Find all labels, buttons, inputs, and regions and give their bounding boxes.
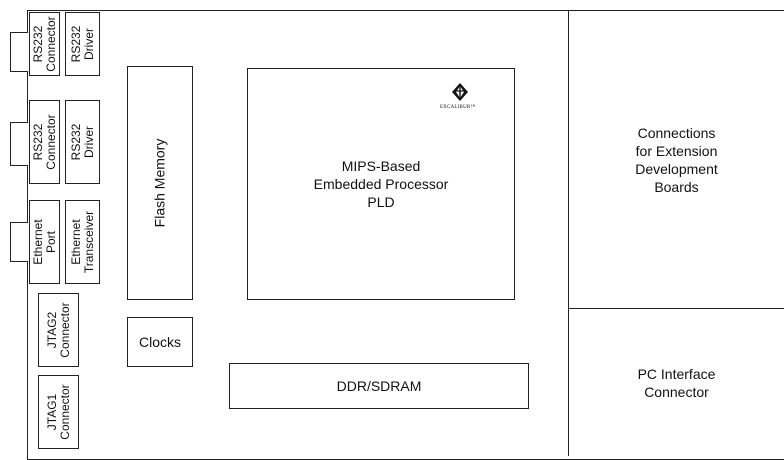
jtag1-connector-label: JTAG1 Connector bbox=[44, 384, 72, 440]
rs232-port-1-nub bbox=[10, 32, 28, 72]
rs232-connector-1: RS232 Connector bbox=[29, 12, 60, 76]
rs232-driver-1: RS232 Driver bbox=[65, 12, 100, 76]
pc-interface-connector-label: PC Interface Connector bbox=[637, 365, 716, 400]
flash-memory-label: Flash Memory bbox=[151, 138, 168, 228]
processor: MIPS-Based Embedded Processor PLD EXCALI… bbox=[247, 68, 515, 300]
ethernet-port-nub bbox=[10, 222, 28, 262]
rs232-driver-2: RS232 Driver bbox=[65, 100, 100, 184]
clocks-label: Clocks bbox=[138, 334, 181, 350]
extension-connections: Connections for Extension Development Bo… bbox=[569, 11, 784, 308]
pc-interface-connector: PC Interface Connector bbox=[569, 309, 784, 456]
right-panel-divider bbox=[568, 10, 569, 456]
ethernet-port-label: Ethernet Port bbox=[30, 219, 58, 265]
rs232-driver-1-label: RS232 Driver bbox=[68, 25, 96, 63]
ethernet-transceiver: Ethernet Transceiver bbox=[65, 200, 100, 284]
ethernet-port: Ethernet Port bbox=[29, 200, 60, 284]
processor-label: MIPS-Based Embedded Processor PLD bbox=[313, 158, 449, 210]
rs232-connector-2: RS232 Connector bbox=[29, 100, 60, 184]
rs232-connector-2-label: RS232 Connector bbox=[30, 114, 58, 170]
jtag1-connector: JTAG1 Connector bbox=[38, 375, 79, 449]
jtag2-connector-label: JTAG2 Connector bbox=[44, 302, 72, 358]
ddr-sdram-label: DDR/SDRAM bbox=[336, 378, 422, 394]
clocks: Clocks bbox=[127, 317, 193, 367]
flash-memory: Flash Memory bbox=[127, 66, 193, 300]
excalibur-logo-icon bbox=[452, 83, 468, 101]
rs232-connector-1-label: RS232 Connector bbox=[30, 16, 58, 72]
ethernet-transceiver-label: Ethernet Transceiver bbox=[68, 210, 96, 274]
ddr-sdram: DDR/SDRAM bbox=[229, 363, 529, 409]
jtag2-connector: JTAG2 Connector bbox=[38, 293, 79, 367]
right-panel-split bbox=[568, 308, 784, 309]
rs232-port-2-nub bbox=[10, 122, 28, 166]
extension-connections-label: Connections for Extension Development Bo… bbox=[635, 124, 718, 195]
excalibur-logo-text: EXCALIBUR™ bbox=[440, 105, 476, 110]
rs232-driver-2-label: RS232 Driver bbox=[68, 123, 96, 161]
